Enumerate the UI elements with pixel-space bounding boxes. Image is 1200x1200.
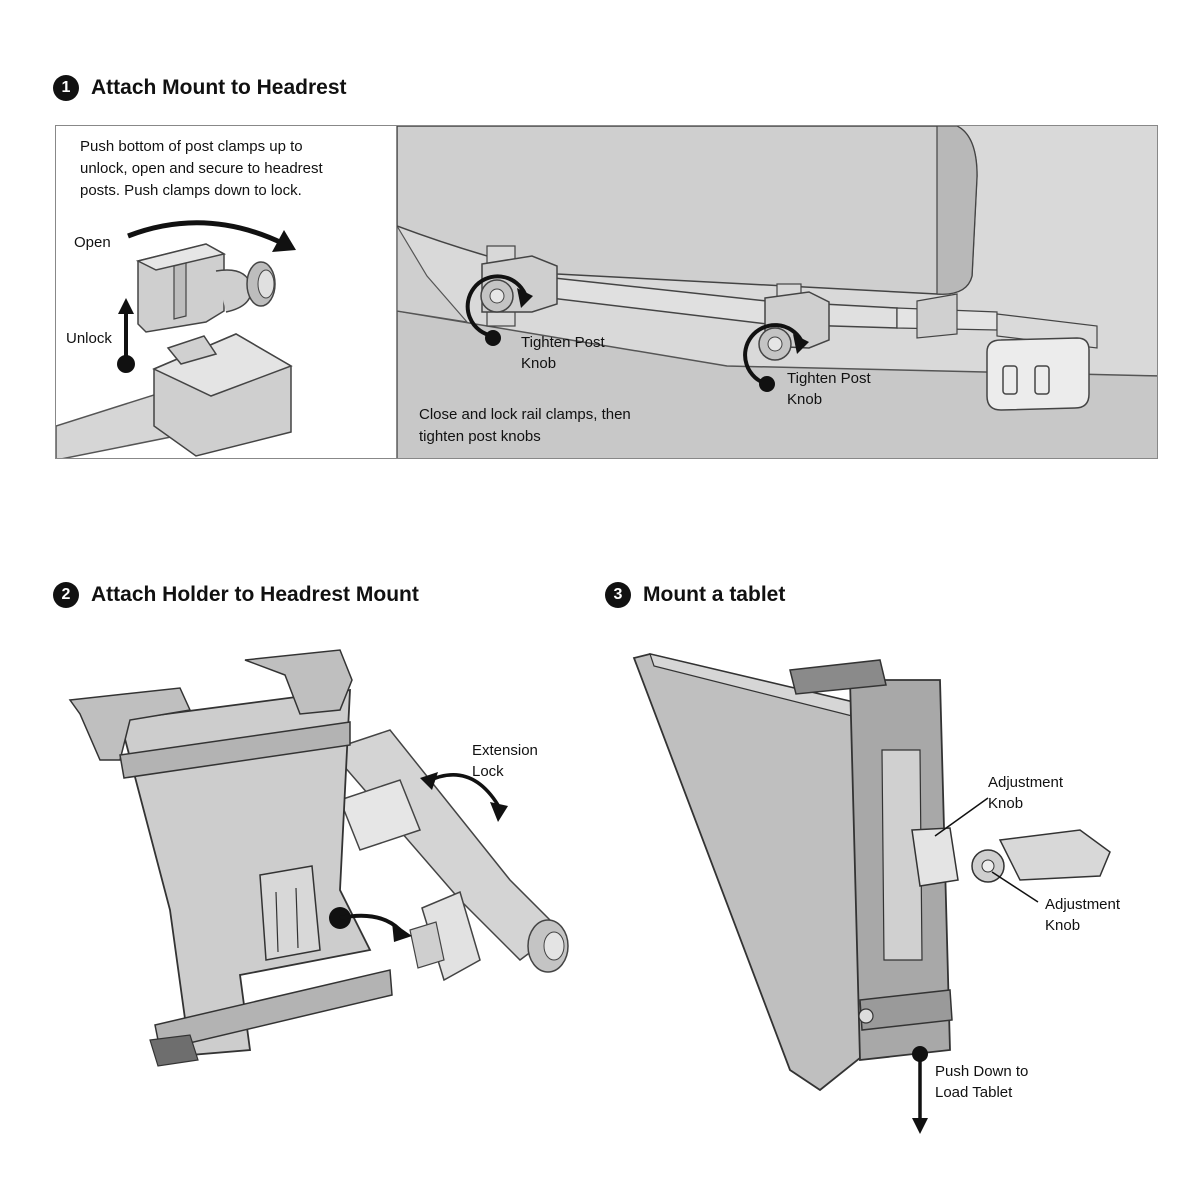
- post-clamp-illustration: [56, 220, 296, 458]
- step-2-heading: Attach Holder to Headrest Mount: [91, 583, 419, 606]
- open-arrow: [127, 220, 286, 247]
- holder-attach-illustration: [68, 649, 569, 1067]
- adjustment-knob-label-1: Adjustment Knob: [988, 774, 1064, 812]
- step-3-heading: Mount a tablet: [643, 583, 786, 606]
- adjustment-knob-leader-1: [934, 797, 989, 837]
- unlock-label: Unlock: [66, 330, 112, 347]
- step-2-title: 2 Attach Holder to Headrest Mount: [53, 582, 419, 608]
- adjustment-knob-label-2: Adjustment Knob: [1045, 896, 1121, 934]
- step-3-title: 3 Mount a tablet: [605, 582, 785, 608]
- headrest-rail-panel: Tighten Post Knob Tighten Post Knob Clos…: [396, 126, 1157, 458]
- tighten-post-knob-label-2: Tighten Post Knob: [787, 370, 871, 408]
- push-down-label: Push Down to Load Tablet: [935, 1063, 1029, 1101]
- clamp-detail-panel: Push bottom of post clamps up to unlock,…: [56, 126, 396, 458]
- step-2-number: 2: [53, 582, 79, 608]
- extension-lock-label: Extension Lock: [472, 742, 538, 780]
- step-1-panel: Push bottom of post clamps up to unlock,…: [55, 125, 1158, 459]
- step-1-title: 1 Attach Mount to Headrest: [53, 75, 347, 101]
- clamp-instruction-text: Push bottom of post clamps up to unlock,…: [80, 138, 323, 199]
- step-1-number: 1: [53, 75, 79, 101]
- tighten-arrow-1: [465, 274, 527, 338]
- adjustment-knob-leader-2: [991, 871, 1039, 903]
- step-1-heading: Attach Mount to Headrest: [91, 76, 347, 99]
- open-label: Open: [74, 234, 111, 251]
- rail-instruction-text: Close and lock rail clamps, then tighten…: [419, 406, 631, 445]
- tighten-arrow-2: [743, 323, 803, 386]
- headrest-rail-illustration: [397, 126, 1157, 458]
- tighten-post-knob-label-1: Tighten Post Knob: [521, 334, 605, 372]
- tablet-mount-illustration: [632, 653, 1111, 1134]
- step-3-number: 3: [605, 582, 631, 608]
